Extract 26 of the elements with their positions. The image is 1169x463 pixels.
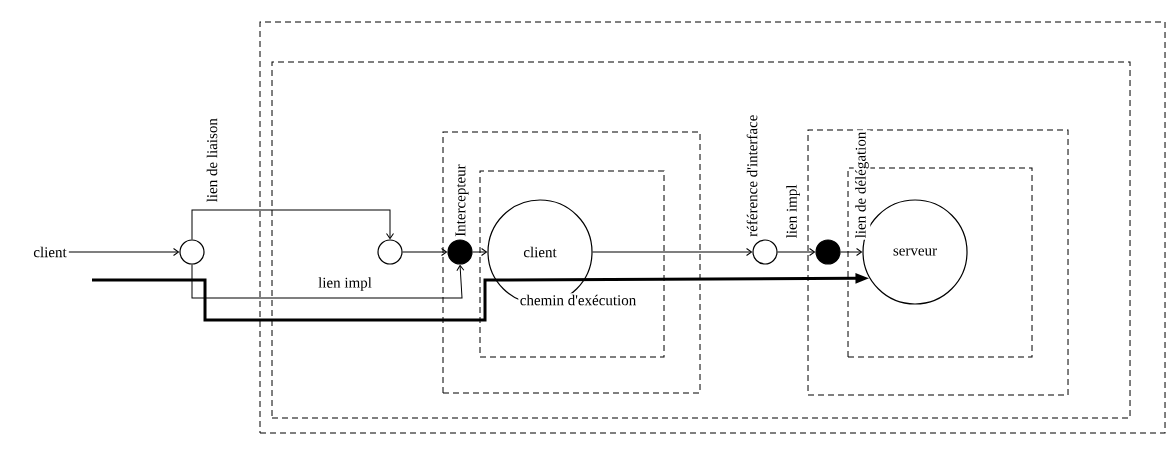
arrow [402, 248, 448, 256]
dashed-box [807, 129, 1069, 396]
circle [752, 239, 778, 265]
arrow [191, 264, 465, 299]
arrow [777, 248, 816, 256]
circle [377, 239, 403, 265]
edge-label: lien de délégation [853, 130, 871, 240]
circle [179, 239, 205, 265]
node-caption: Intercepteur [454, 163, 470, 238]
dashed-box [479, 170, 665, 358]
circle [815, 239, 841, 265]
arrow [840, 248, 863, 256]
arrow [592, 248, 753, 256]
arrow [472, 248, 488, 256]
dashed-box [442, 131, 701, 394]
circle [447, 239, 473, 265]
dashed-box [271, 61, 1131, 419]
arrow [68, 248, 180, 256]
edge-label: lien impl [784, 183, 802, 240]
node-label: client [33, 246, 67, 258]
node-caption: référence d'interface [745, 113, 759, 238]
arrow [191, 209, 394, 240]
edge-label: lien de liaison [205, 116, 219, 204]
dashed-box [259, 21, 1166, 434]
edge-label: lien impl [316, 275, 374, 293]
edge-label: chemin d'exécution [518, 293, 638, 307]
